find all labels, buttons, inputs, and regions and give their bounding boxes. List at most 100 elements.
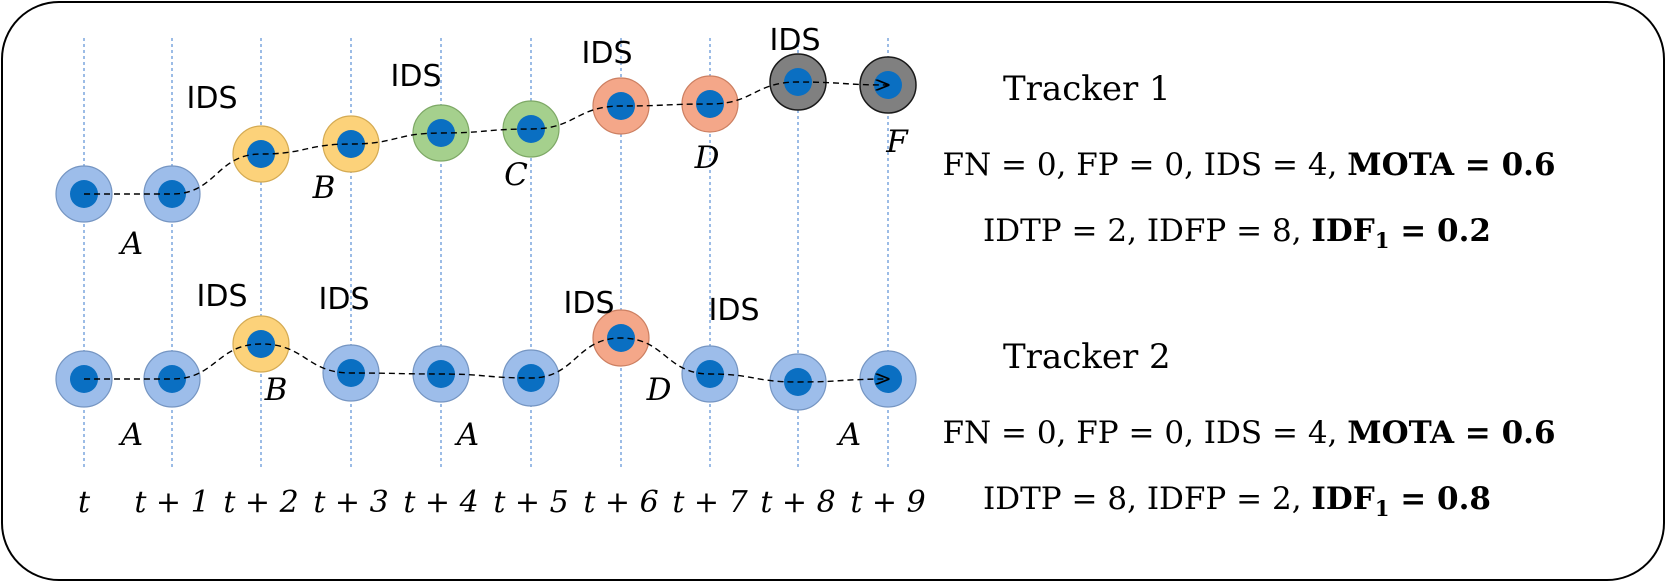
time-label: t + 6 — [583, 485, 658, 520]
mota-label: MOTA — [1347, 415, 1455, 451]
equals-sign: = — [1262, 415, 1308, 451]
comma: , — [1328, 147, 1348, 183]
time-label: t + 9 — [850, 485, 925, 520]
equals-sign: = — [1454, 147, 1502, 183]
identity-label: A — [836, 417, 861, 453]
idfp-label: IDFP — [1147, 481, 1226, 517]
ids-mark: IDS — [709, 293, 760, 328]
idf-subscript: 1 — [1375, 496, 1390, 521]
ids-mark: IDS — [197, 279, 248, 314]
identity-label: A — [454, 417, 479, 453]
ids-mark: IDS — [770, 23, 821, 58]
identity-label: B — [264, 372, 288, 408]
equals-sign: = — [991, 147, 1037, 183]
fp-value: 0 — [1164, 147, 1184, 183]
equals-sign: = — [1226, 481, 1272, 517]
detection-node-core — [337, 130, 365, 158]
detection-node-core — [158, 180, 186, 208]
idfp-value: 8 — [1272, 213, 1292, 249]
equals-sign: = — [991, 415, 1037, 451]
ids-mark: IDS — [319, 282, 370, 317]
idtp-label: IDTP — [983, 213, 1062, 249]
comma: , — [1184, 415, 1204, 451]
trajectory-path — [83, 82, 888, 195]
detection-node-core — [158, 365, 186, 393]
equals-sign: = — [1062, 481, 1108, 517]
identity-label: F — [885, 124, 909, 160]
time-label: t + 4 — [403, 485, 478, 520]
detection-circles — [55, 53, 917, 411]
comma: , — [1328, 415, 1348, 451]
detection-node-core — [247, 140, 275, 168]
time-label: t + 3 — [313, 485, 388, 520]
fp-value: 0 — [1164, 415, 1184, 451]
ids-mark: IDS — [564, 286, 615, 321]
idf-value: 0.8 — [1437, 481, 1491, 517]
identity-label: C — [504, 157, 528, 193]
ids-label: IDS — [1204, 415, 1262, 451]
time-label: t + 8 — [760, 485, 835, 520]
equals-sign: = — [1062, 213, 1108, 249]
idfp-value: 2 — [1272, 481, 1292, 517]
comma: , — [1057, 415, 1077, 451]
diagram-labels: t t + 1 t + 2 t + 3 t + 4 t + 5 t + 6 t + 7 t + … — [78, 23, 926, 520]
idfp-label: IDFP — [1147, 213, 1226, 249]
ids-label: IDS — [1204, 147, 1262, 183]
tracker-1-title: Tracker 1 — [1003, 69, 1171, 109]
comma: , — [1127, 213, 1147, 249]
idf-value: 0.2 — [1437, 213, 1491, 249]
tracker-1-metrics-line-1: FN = 0, FP = 0, IDS = 4, MOTA = 0.6 — [942, 147, 1555, 183]
equals-sign: = — [1226, 213, 1272, 249]
equals-sign: = — [1454, 415, 1502, 451]
identity-label: A — [118, 226, 143, 262]
mota-value: 0.6 — [1502, 415, 1556, 451]
fp-label: FP — [1076, 415, 1118, 451]
comma: , — [1292, 213, 1312, 249]
fn-label: FN — [942, 147, 991, 183]
comma: , — [1057, 147, 1077, 183]
idf-label: IDF — [1311, 481, 1374, 517]
fp-label: FP — [1076, 147, 1118, 183]
mota-value: 0.6 — [1502, 147, 1556, 183]
identity-label: A — [118, 417, 143, 453]
fn-value: 0 — [1037, 415, 1057, 451]
identity-label: D — [646, 372, 672, 408]
equals-sign: = — [1119, 415, 1165, 451]
identity-label: D — [694, 140, 720, 176]
fn-label: FN — [942, 415, 991, 451]
tracker-1-metrics-line-2: IDTP = 2, IDFP = 8, IDF1 = 0.2 — [983, 213, 1491, 253]
equals-sign: = — [1389, 481, 1437, 517]
equals-sign: = — [1119, 147, 1165, 183]
fn-value: 0 — [1037, 147, 1057, 183]
equals-sign: = — [1262, 147, 1308, 183]
time-label: t — [78, 485, 91, 520]
time-label: t + 7 — [672, 485, 748, 520]
idtp-value: 2 — [1107, 213, 1127, 249]
mota-label: MOTA — [1347, 147, 1455, 183]
trajectory-path — [83, 337, 888, 382]
comma: , — [1184, 147, 1204, 183]
ids-mark: IDS — [187, 81, 238, 116]
idf-label: IDF — [1311, 213, 1374, 249]
tracker-2-metrics-line-2: IDTP = 8, IDFP = 2, IDF1 = 0.8 — [983, 481, 1491, 521]
comma: , — [1292, 481, 1312, 517]
equals-sign: = — [1389, 213, 1437, 249]
ids-value: 4 — [1308, 415, 1328, 451]
idtp-label: IDTP — [983, 481, 1062, 517]
tracker-2-title: Tracker 2 — [1003, 337, 1171, 377]
idf-subscript: 1 — [1375, 228, 1390, 253]
ids-mark: IDS — [391, 59, 442, 94]
ids-value: 4 — [1308, 147, 1328, 183]
trajectory-paths — [83, 82, 888, 382]
ids-mark: IDS — [582, 36, 633, 71]
comma: , — [1127, 481, 1147, 517]
time-label: t + 5 — [493, 485, 568, 520]
tracker-2-metrics-line-1: FN = 0, FP = 0, IDS = 4, MOTA = 0.6 — [942, 415, 1555, 451]
time-label: t + 1 — [134, 485, 209, 520]
identity-label: B — [312, 170, 336, 206]
time-label: t + 2 — [223, 485, 298, 520]
idtp-value: 8 — [1107, 481, 1127, 517]
